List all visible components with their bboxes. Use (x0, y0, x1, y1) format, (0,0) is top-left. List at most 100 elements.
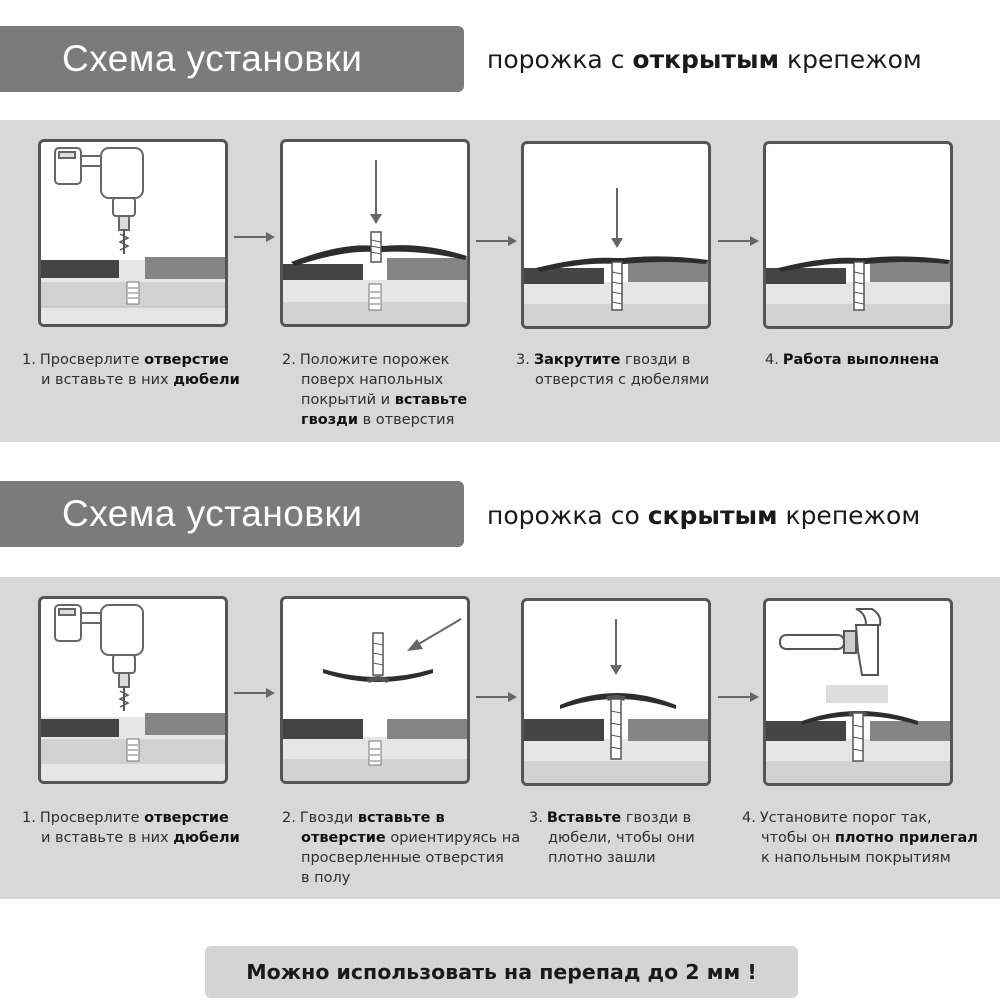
dowel-icon (368, 283, 382, 311)
caption-text: ориентируясь на (385, 830, 521, 846)
arrow-right-icon (234, 228, 276, 242)
caption-line: 3.Закрутите гвозди в (516, 350, 746, 370)
caption-text: отверстия с дюбелями (535, 372, 710, 388)
section2-step3-caption: 3.Вставьте гвозди в дюбели, чтобы они плот… (529, 808, 739, 868)
caption-bold-text: Закрутите (533, 352, 621, 368)
caption-text: плотно зашли (548, 850, 656, 866)
section1-step3-caption: 3.Закрутите гвозди в отверстия с дюбелями (516, 350, 746, 390)
caption-text: Установите порог так, (759, 810, 932, 826)
hammer-icon (779, 608, 882, 676)
caption-line: гвозди в отверстия (282, 410, 492, 430)
caption-line: дюбели, чтобы они (529, 828, 739, 848)
caption-bold-text: дюбели (173, 372, 240, 388)
section2-step4-illustration (763, 598, 953, 786)
arrow-right-icon (476, 232, 518, 246)
step-number: 1. (22, 810, 36, 826)
caption-text: в отверстия (358, 412, 455, 428)
caption-text: и вставьте в них (41, 830, 174, 846)
caption-line: и вставьте в них дюбели (22, 828, 262, 848)
screw-icon (853, 261, 865, 311)
caption-bold-text: Вставьте (546, 810, 622, 826)
section1-subtitle: порожка с открытым крепежом (487, 45, 922, 74)
step-number: 1. (22, 352, 36, 368)
dowel-icon (126, 738, 140, 762)
caption-line: и вставьте в них дюбели (22, 370, 262, 390)
caption-line: плотно зашли (529, 848, 739, 868)
step-number: 3. (529, 810, 543, 826)
section1-step2-illustration (280, 139, 470, 327)
caption-line: покрытий и вставьте (282, 390, 492, 410)
caption-line: 1.Просверлите отверстие (22, 350, 262, 370)
caption-line: 3.Вставьте гвозди в (529, 808, 739, 828)
caption-bold-text: вставьте (394, 392, 468, 408)
screw-icon (852, 712, 864, 762)
step-number: 4. (765, 352, 779, 368)
step-number: 3. (516, 352, 530, 368)
caption-text: гвозди в (621, 810, 692, 826)
caption-bold-text: отверстие (144, 810, 229, 826)
section1-step4-caption: 4.Работа выполнена (765, 350, 995, 370)
caption-text: и вставьте в них (41, 372, 174, 388)
caption-bold-text: вставьте в (357, 810, 445, 826)
caption-line: поверх напольных (282, 370, 492, 390)
caption-bold-text: отверстие (301, 830, 386, 846)
caption-line: отверстия с дюбелями (516, 370, 746, 390)
arrow-right-icon (718, 232, 760, 246)
caption-text: дюбели, чтобы они (548, 830, 695, 846)
dowel-icon (368, 740, 382, 766)
arrow-right-icon (234, 684, 276, 698)
section2-title: Схема установки (0, 481, 464, 547)
section1-step1-illustration (38, 139, 228, 327)
threshold-profile-icon (323, 669, 433, 683)
screw-icon (611, 261, 623, 311)
caption-text: Просверлите (39, 810, 145, 826)
section2-step2-illustration (280, 596, 470, 784)
section1-title: Схема установки (0, 26, 464, 92)
caption-bold-text: отверстие (144, 352, 229, 368)
caption-bold-text: плотно прилегал (834, 830, 978, 846)
screw-icon (610, 698, 622, 760)
section2-step1-illustration (38, 596, 228, 784)
section2-subtitle: порожка со скрытым крепежом (487, 501, 921, 530)
caption-line: 1.Просверлите отверстие (22, 808, 262, 828)
section2-step3-illustration (521, 598, 711, 786)
arrow-right-icon (476, 688, 518, 702)
caption-text: Гвозди (299, 810, 358, 826)
caption-line: к напольным покрытиям (742, 848, 998, 868)
height-difference-note: Можно использовать на перепад до 2 мм ! (205, 946, 798, 998)
section1-step4-illustration (763, 141, 953, 329)
section1-step3-illustration (521, 141, 711, 329)
caption-text: Просверлите (39, 352, 145, 368)
caption-text: покрытий и (301, 392, 395, 408)
drill-icon (54, 604, 144, 711)
screw-icon (372, 632, 384, 676)
dowel-icon (126, 281, 140, 305)
arrow-right-icon (718, 688, 760, 702)
section1-step2-caption: 2.Положите порожек поверх напольных покрыт… (282, 350, 492, 430)
screw-icon (370, 231, 382, 263)
caption-bold-text: гвозди (301, 412, 359, 428)
step-number: 2. (282, 352, 296, 368)
caption-line: 2.Положите порожек (282, 350, 492, 370)
step-number: 4. (742, 810, 756, 826)
caption-line: 4.Установите порог так, (742, 808, 998, 828)
caption-text: просверленные отверстия (301, 850, 504, 866)
caption-line: чтобы он плотно прилегал (742, 828, 998, 848)
drill-icon (54, 147, 144, 254)
caption-text: чтобы он (761, 830, 835, 846)
section2-step4-caption: 4.Установите порог так,чтобы он плотно п… (742, 808, 998, 868)
caption-line: отверстие ориентируясь на (282, 828, 522, 848)
caption-line: просверленные отверстия (282, 848, 522, 868)
caption-text: к напольным покрытиям (761, 850, 951, 866)
caption-text: гвозди в (620, 352, 691, 368)
caption-bold-text: Работа выполнена (782, 352, 940, 368)
caption-bold-text: дюбели (173, 830, 240, 846)
step-number: 2. (282, 810, 296, 826)
caption-text: Положите порожек (299, 352, 450, 368)
caption-line: в полу (282, 868, 522, 888)
caption-text: поверх напольных (301, 372, 444, 388)
caption-line: 2.Гвозди вставьте в (282, 808, 522, 828)
